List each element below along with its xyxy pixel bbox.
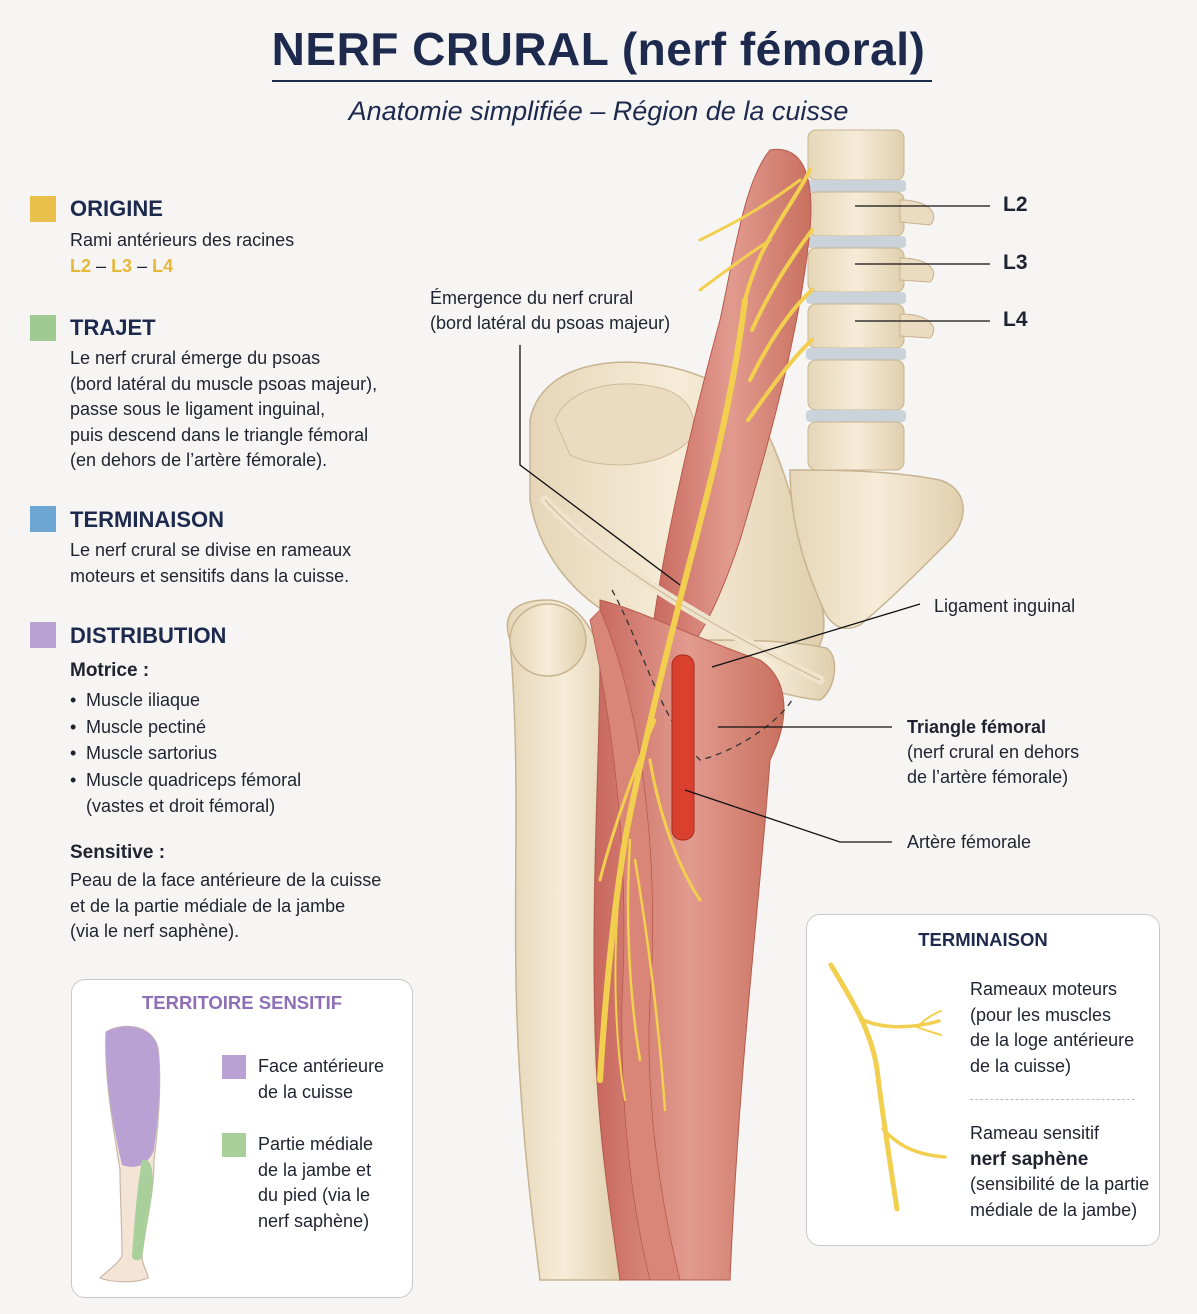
terminaison-color-square [30,506,56,532]
femoral-artery [671,654,695,841]
level-separator: – [137,256,148,276]
leg-medial-zone [132,1159,153,1261]
level-l4: L4 [152,256,174,276]
title-underline [272,80,932,82]
sensitive-line: et de la partie médiale de la jambe [70,895,346,916]
label-triangle-femoral: Triangle fémoral (nerf crural en dehors … [907,715,1079,790]
label-line: (nerf crural en dehors [907,742,1080,762]
terminaison-text: Le nerf crural se divise en rameaux mote… [70,538,351,589]
motrice-note: (vastes et droit fémoral) [86,796,276,816]
list-item: Muscle quadriceps fémoral [70,767,301,794]
legend-line: Face antérieure [258,1056,385,1076]
legend-swatch-leg [222,1133,246,1157]
leg-territory-illustration [98,1025,161,1283]
origine-color-square [30,196,56,222]
legend-swatch-thigh [222,1055,246,1079]
terminaison-line: Le nerf crural se divise en rameaux [70,540,352,560]
distribution-color-square [30,622,56,648]
legend-line: de la cuisse [258,1081,354,1102]
label-l3: L3 [1003,251,1028,274]
sensitive-line: (via le nerf saphène). [70,921,240,941]
sensitive-label: Sensitive : [70,842,166,863]
term-line: de la loge antérieure [970,1030,1135,1050]
term-line: (sensibilité de la partie [970,1174,1150,1194]
trajet-text: Le nerf crural émerge du psoas (bord lat… [70,346,377,474]
femoral-nerve [597,168,814,1112]
legend-thigh-text: Face antérieure de la cuisse [258,1054,384,1105]
legend-leg-text: Partie médiale de la jambe et du pied (v… [258,1132,373,1234]
territoire-title: TERRITOIRE SENSITIF [141,992,343,1013]
label-ligament-inguinal: Ligament inguinal [934,596,1076,616]
femoral-head [509,603,587,677]
page-subtitle: Anatomie simplifiée – Région de la cuiss… [348,96,849,126]
trajet-line: puis descend dans le triangle fémoral [70,424,369,445]
list-item: Muscle pectiné [70,714,301,741]
terminaison-box-title: TERMINAISON [918,929,1048,950]
terminaison-sensory-text: Rameau sensitif nerf saphène (sensibilit… [970,1121,1149,1223]
legend-line: de la jambe et [258,1159,372,1180]
trajet-line: Le nerf crural émerge du psoas [70,348,321,368]
label-l4: L4 [1003,308,1028,331]
term-line: médiale de la jambe) [970,1199,1138,1220]
origine-text: Rami antérieurs des racines [70,230,295,250]
nerve-branch-illustration [828,962,947,1212]
terminaison-heading: TERMINAISON [70,507,224,532]
level-l3: L3 [111,256,133,276]
legend-line: Partie médiale [258,1134,374,1154]
term-line: Rameaux moteurs [970,979,1118,999]
label-line: Triangle fémoral [907,717,1047,737]
ilium-inner [554,383,695,466]
leader-lines [519,205,990,843]
trajet-color-square [30,315,56,341]
territoire-sensitif-box: TERRITOIRE SENSITIF Face antérieure de l… [71,979,413,1298]
label-emergence: Émergence du nerf crural (bord latéral d… [430,286,670,336]
label-line: (bord latéral du psoas majeur) [430,313,671,333]
label-line: de l’artère fémorale) [907,767,1069,787]
trajet-heading: TRAJET [70,315,156,340]
trajet-line: (bord latéral du muscle psoas majeur), [70,373,378,394]
list-item: Muscle sartorius [70,740,301,767]
terminaison-motor-text: Rameaux moteurs (pour les muscles de la … [970,977,1134,1079]
origine-levels: L2 – L3 – L4 [70,254,173,280]
trajet-line: (en dehors de l’artère fémorale). [70,450,328,470]
legend-line: du pied (via le [258,1185,371,1205]
term-line: nerf saphène [970,1148,1089,1170]
terminaison-divider [970,1099,1135,1100]
sartorius [589,609,681,1281]
level-separator: – [96,256,107,276]
page-title: NERF CRURAL (nerf fémoral) [271,23,926,75]
sensitive-line: Peau de la face antérieure de la cuisse [70,870,382,890]
label-artere-femorale: Artère fémorale [907,832,1032,852]
sensitive-text: Peau de la face antérieure de la cuisse … [70,868,381,945]
origine-heading: ORIGINE [70,196,163,221]
list-item: Muscle iliaque [70,687,301,714]
distribution-heading: DISTRIBUTION [70,623,227,648]
trajet-line: passe sous le ligament inguinal, [70,399,326,419]
motrice-list: Muscle iliaque Muscle pectiné Muscle sar… [70,687,301,793]
lumbar-spine [806,129,935,471]
label-l2: L2 [1003,193,1028,216]
term-line: (pour les muscles [970,1004,1112,1025]
thigh-anterior-zone [105,1026,160,1167]
sacrum [789,469,964,630]
term-line: de la cuisse) [970,1055,1072,1076]
legend-line: nerf saphène) [258,1210,370,1231]
label-line: Émergence du nerf crural [430,288,634,308]
motrice-label: Motrice : [70,660,150,681]
level-l2: L2 [70,256,92,276]
terminaison-box: TERMINAISON Rameaux moteurs (pour les mu… [806,914,1160,1246]
terminaison-line: moteurs et sensitifs dans la cuisse. [70,565,350,586]
term-line: Rameau sensitif [970,1123,1100,1143]
